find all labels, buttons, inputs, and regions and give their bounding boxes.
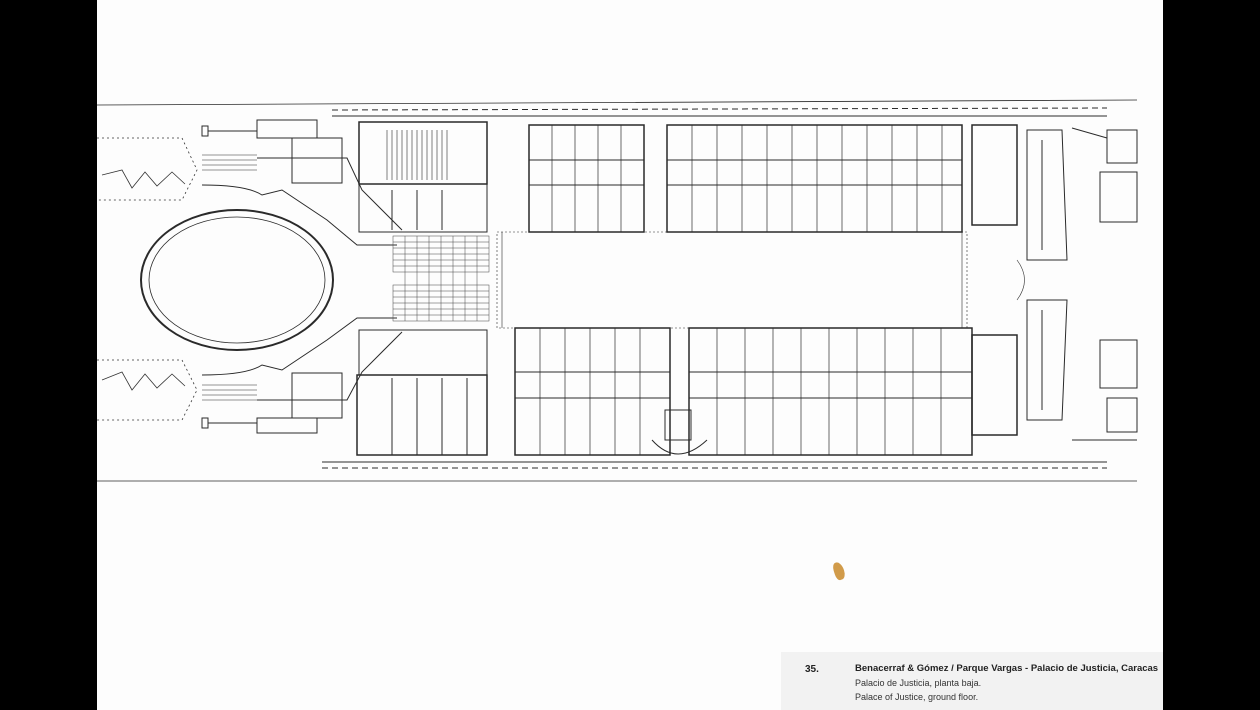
oval-plaza [140, 125, 403, 429]
left-plaza [97, 137, 198, 421]
north-wing [528, 124, 963, 233]
caption-box: 35. Benacerraf & Gómez / Parque Vargas -… [781, 652, 1163, 710]
caption-title: Benacerraf & Gómez / Parque Vargas - Pal… [855, 663, 1159, 674]
central-courtyard [496, 231, 968, 329]
caption-spanish: Palacio de Justicia, planta baja. [855, 678, 982, 688]
south-wing [514, 327, 973, 456]
scanned-page: 35. Benacerraf & Gómez / Parque Vargas -… [97, 0, 1163, 710]
ink-stain [831, 560, 847, 582]
east-wing [971, 124, 1138, 441]
floor-plan-drawing [97, 99, 1138, 482]
west-wing [256, 119, 488, 456]
caption-english: Palace of Justice, ground floor. [855, 692, 979, 702]
figure-number: 35. [805, 664, 819, 675]
plaza-tree-grid [392, 235, 490, 322]
